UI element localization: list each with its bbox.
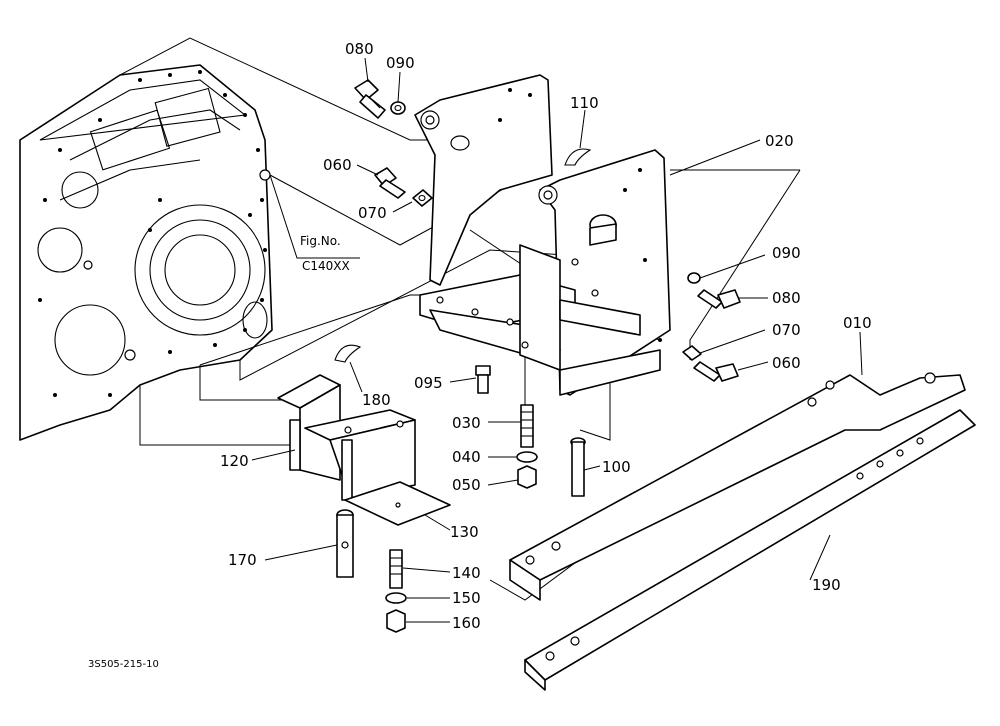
figure-reference: Fig.No. C140XX <box>269 174 360 273</box>
bolt-060-upper <box>374 167 406 199</box>
callout-140: 140 <box>452 564 481 582</box>
callout-090: 090 <box>386 54 415 72</box>
callout-180: 180 <box>362 391 391 409</box>
callout-150: 150 <box>452 589 481 607</box>
callout-120: 120 <box>220 452 249 470</box>
drawbar-010 <box>509 372 966 601</box>
figure-reference-code: C140XX <box>302 259 350 273</box>
bracket-plate-front <box>414 74 553 286</box>
callout-100: 100 <box>602 458 631 476</box>
washer-090-right <box>687 272 701 284</box>
transmission-housing <box>19 64 273 441</box>
washer-090-upper <box>390 101 406 115</box>
callout-170: 170 <box>228 551 257 569</box>
callout-060: 060 <box>323 156 352 174</box>
callout-030: 030 <box>452 414 481 432</box>
callout-010: 010 <box>843 314 872 332</box>
callout-070: 070 <box>772 321 801 339</box>
drawing-code: 3S505-215-10 <box>88 659 159 670</box>
clip-180 <box>334 344 362 363</box>
figure-reference-label: Fig.No. <box>300 234 341 248</box>
clip-110 <box>564 148 592 166</box>
callout-020: 020 <box>765 132 794 150</box>
nut-050 <box>517 465 537 489</box>
callout-080: 080 <box>772 289 801 307</box>
callout-050: 050 <box>452 476 481 494</box>
nut-070-right <box>682 345 702 361</box>
callout-080: 080 <box>345 40 374 58</box>
bracket-120 <box>277 374 416 501</box>
callout-190: 190 <box>812 576 841 594</box>
callout-090: 090 <box>772 244 801 262</box>
callout-130: 130 <box>450 523 479 541</box>
callout-110: 110 <box>570 94 599 112</box>
pin-170 <box>336 509 354 578</box>
callout-labels: 080 090 110 020 060 070 090 080 010 070 … <box>220 40 872 632</box>
callout-160: 160 <box>452 614 481 632</box>
callout-060: 060 <box>772 354 801 372</box>
stud-140 <box>389 549 403 589</box>
callout-040: 040 <box>452 448 481 466</box>
nut-160 <box>386 609 406 633</box>
washer-150 <box>385 592 407 604</box>
bolt-095 <box>475 365 491 394</box>
mounting-block <box>419 244 661 396</box>
bolt-060-right <box>693 361 739 382</box>
stud-030 <box>520 404 534 448</box>
nut-070-upper <box>412 189 433 207</box>
washer-040 <box>516 451 538 463</box>
pin-100 <box>570 437 586 497</box>
bolt-080-right <box>697 289 741 309</box>
plate-130 <box>344 481 451 526</box>
drawbar-190 <box>524 409 976 691</box>
callout-095: 095 <box>414 374 443 392</box>
callout-070: 070 <box>358 204 387 222</box>
bolt-080-upper <box>354 79 386 119</box>
leader-lines <box>251 57 863 623</box>
